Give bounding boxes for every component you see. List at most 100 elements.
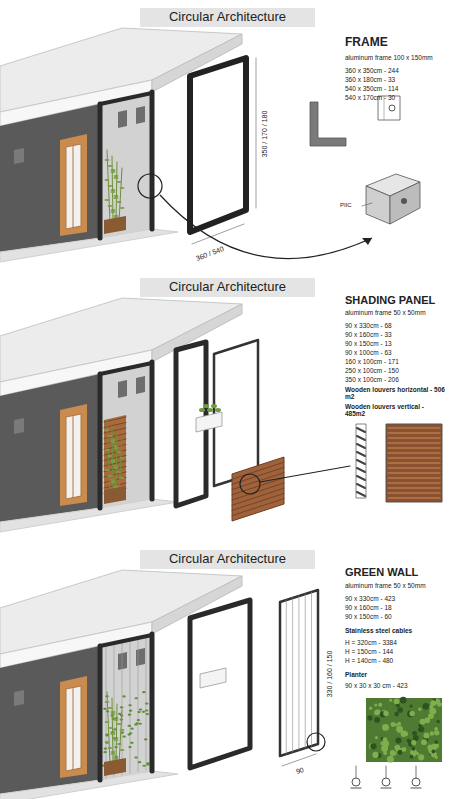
leaf [107,205,112,207]
section-title: Circular Architecture [169,10,286,25]
spec-text: Wooden louvers vertical - 485m2 [345,403,445,418]
louver [232,473,284,490]
plant-stem [119,168,122,222]
louver-slat [388,482,440,483]
leaf [134,723,138,725]
frame-beam [100,93,152,104]
leaf [104,701,109,703]
louver-slat [388,472,440,473]
window [136,106,145,124]
louver-photo [386,424,442,502]
leaf [107,727,112,729]
leaf [119,207,124,209]
foliage [421,739,427,745]
leaf [129,732,133,734]
steel-cable [130,641,131,774]
part-heading: FRAME [345,36,388,50]
door-mullion [73,146,74,228]
green-wall-illustration [0,570,442,799]
leaf [113,175,118,177]
spec-text: 90 x 150cm - 13 [345,340,392,347]
leaf [129,710,133,712]
base [411,787,421,788]
foliage [400,697,407,704]
louver-slat [388,487,440,488]
foliage [367,715,372,720]
door-glass [66,686,81,771]
foliage [410,755,414,759]
louver [104,439,126,444]
foliage [413,735,419,741]
spec-text: H = 320cm - 3384 [345,639,397,646]
door-mullion [73,688,74,770]
frame-post [150,362,155,499]
planter [196,412,222,432]
leaf [104,741,109,743]
leaf [104,199,109,201]
shading-panel-illustration [0,298,442,532]
leaf [146,713,150,715]
facade-wall [0,104,100,252]
leaf [107,475,112,477]
foliage [418,708,422,712]
spec-text: 90 x 160cm - 33 [345,331,392,338]
foliage [375,736,378,739]
floor-slab [0,771,178,799]
window [136,648,145,666]
leaf [104,748,108,750]
foliage [409,704,412,707]
leaf [142,691,146,693]
leaf [113,177,118,179]
leaf [110,753,115,755]
l-profile [310,102,346,146]
floor-slab [0,499,178,532]
louver-slat [357,428,365,432]
leaf [119,187,124,189]
green-wall-photo [366,698,442,762]
foliage [396,726,403,733]
leaf [139,709,143,711]
foliage [397,722,401,726]
louver [104,478,126,483]
foliage [401,731,407,737]
leaf [110,713,115,715]
leaf [122,735,126,737]
plant-stem [116,432,117,492]
leaf [107,455,112,457]
louver [104,472,126,477]
foliage [418,728,421,731]
leaf [128,714,132,716]
foliage [434,740,438,744]
leaf [137,719,141,721]
foliage [411,740,416,745]
frame-beam [100,635,152,646]
leaf [207,408,213,412]
steel-cable [292,598,293,752]
leaf [104,159,109,161]
frame-post [98,104,103,238]
callout-circle [138,174,162,198]
foliage [397,750,402,755]
window [136,376,145,394]
title-band: Circular Architecture [140,8,315,27]
foliage [374,717,380,723]
steel-cable [305,594,306,748]
bolt [389,105,395,111]
leaf [110,171,115,173]
bracket-plate [390,182,420,224]
louver-slat [388,447,440,448]
louver [104,461,126,466]
window [118,380,127,398]
spec-text: Planter [345,671,367,678]
leaf [116,743,121,745]
leaf [104,179,109,181]
dimension-line [282,754,316,766]
fixing [382,778,390,786]
foliage [430,731,434,735]
foliage [434,727,438,731]
leaf [142,711,146,713]
callout-circle [240,474,260,494]
leaf [138,723,142,725]
plant-stem [116,704,117,764]
frame-post [98,374,103,508]
